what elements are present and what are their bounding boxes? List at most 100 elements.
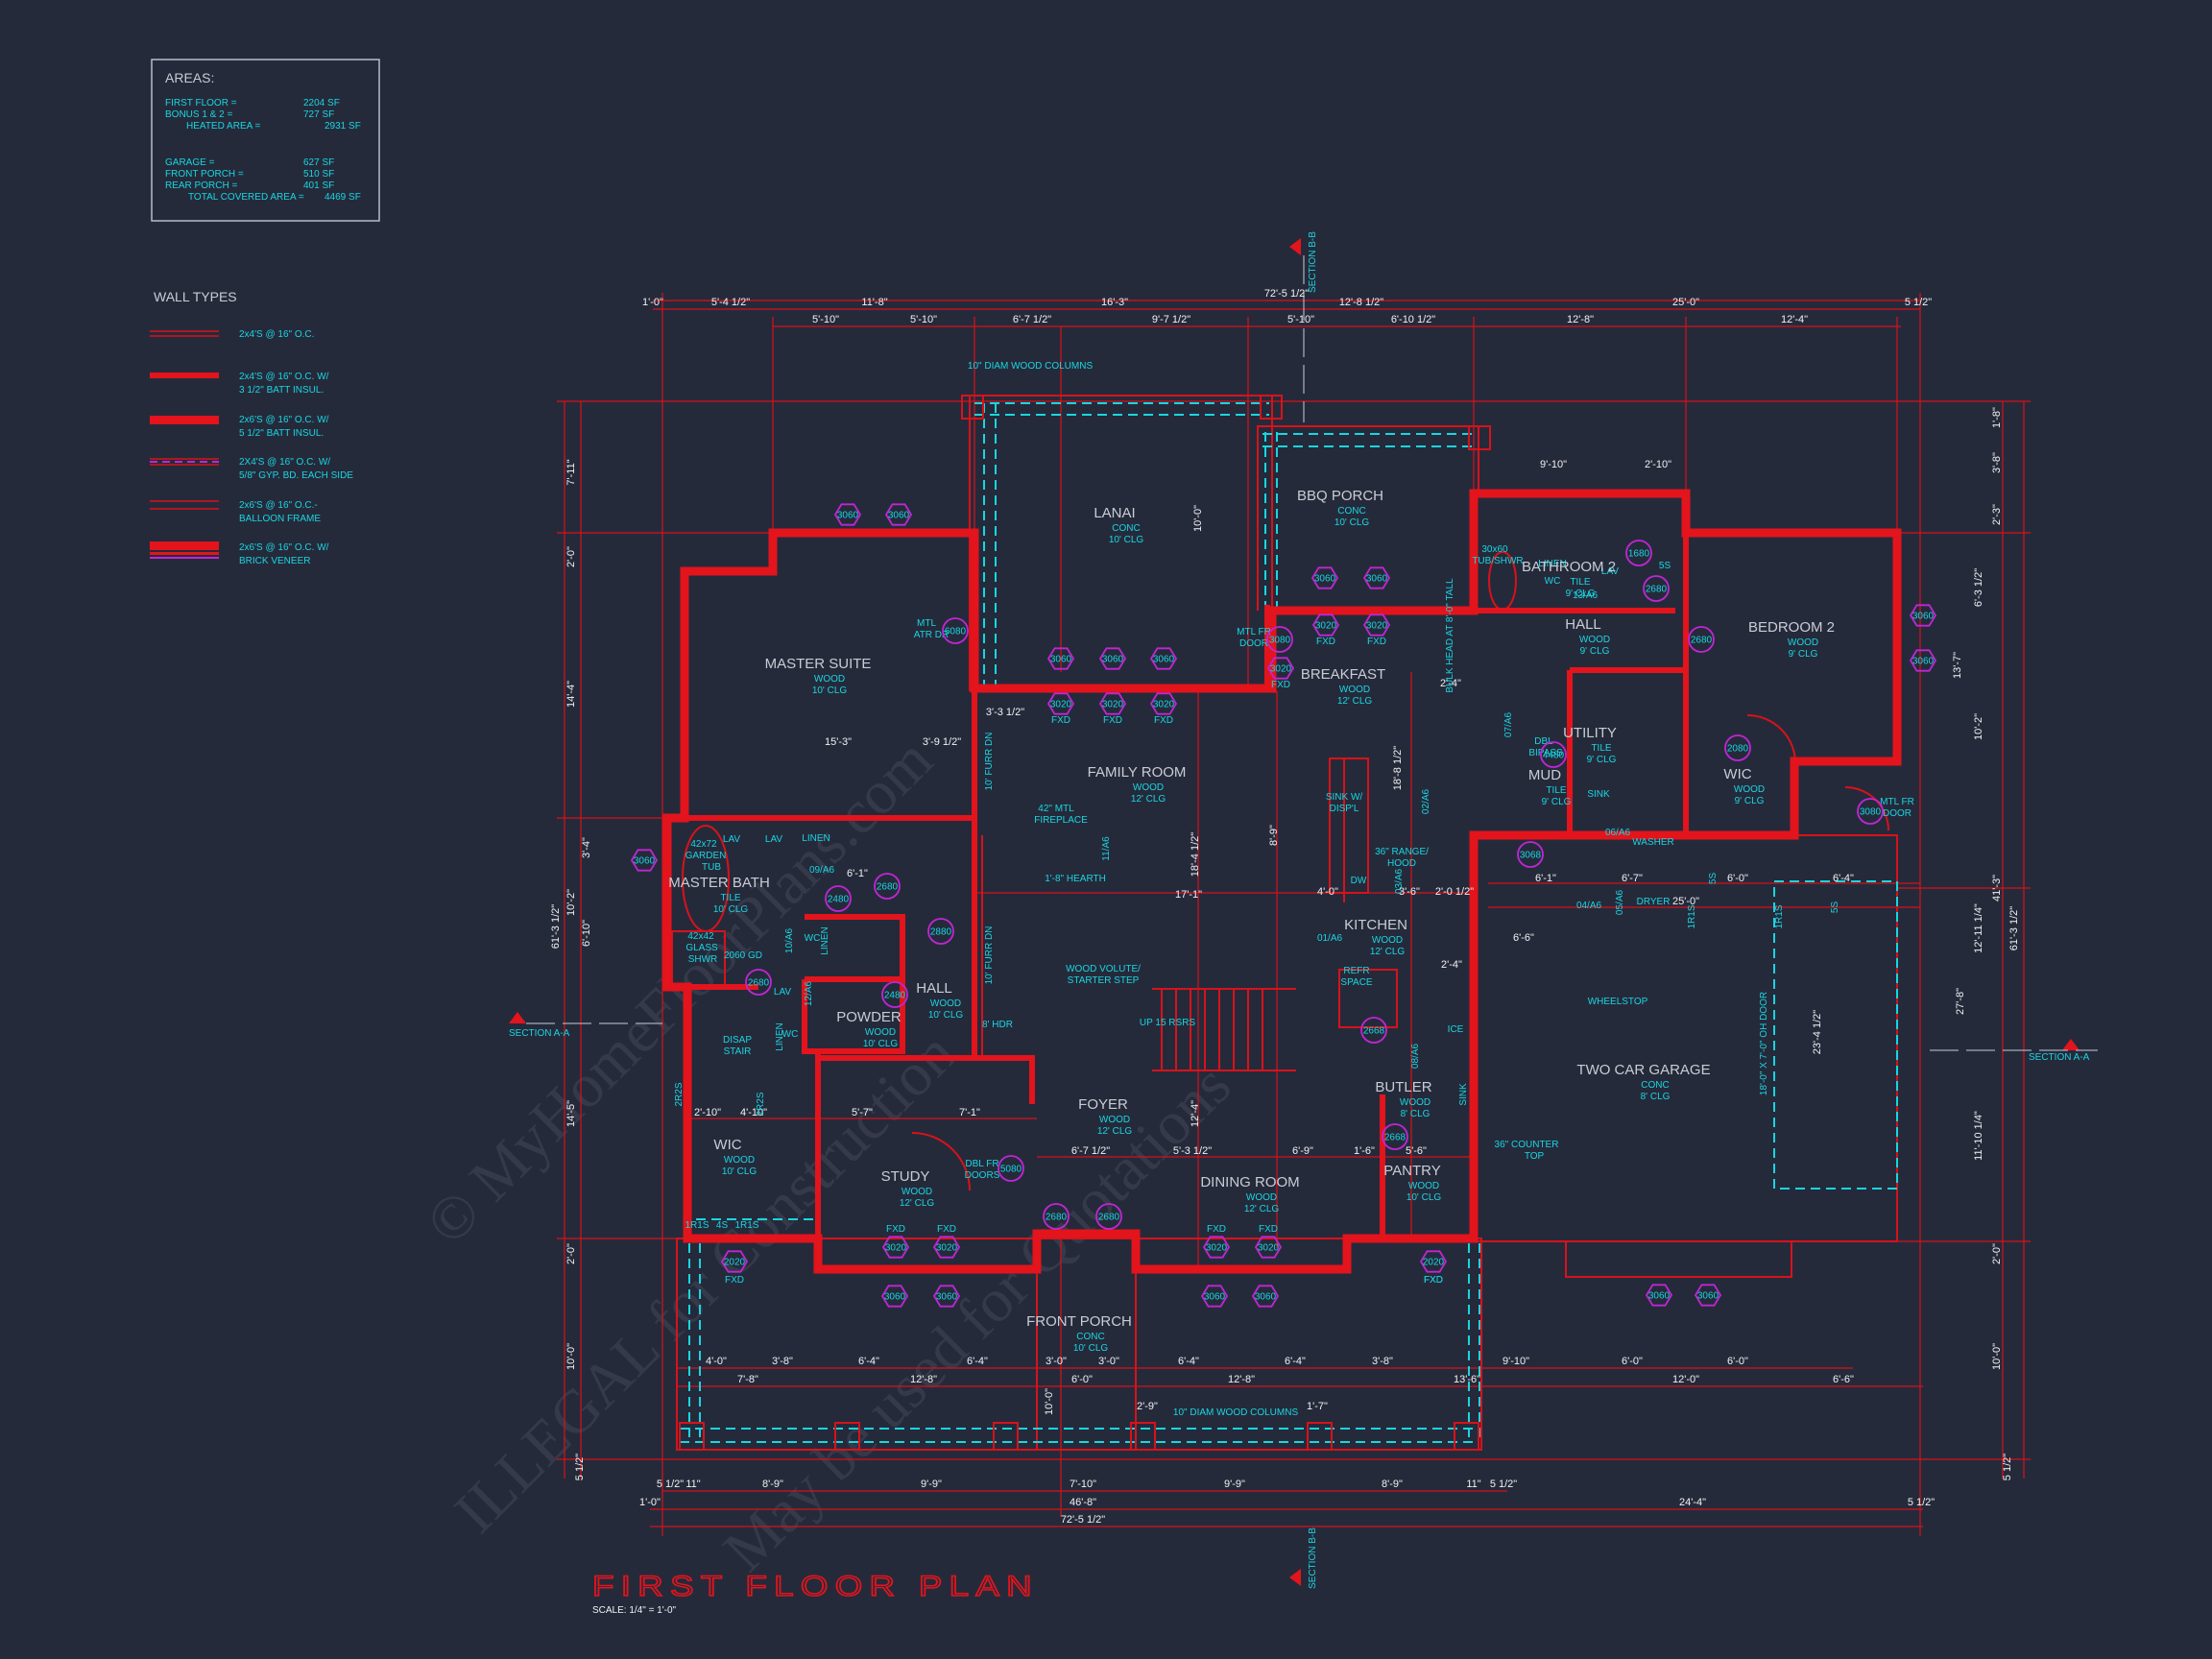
annotation-note: BIPASS — [1528, 748, 1563, 758]
area-label: FRONT PORCH = — [165, 169, 244, 180]
section-b-top-label: SECTION B-B — [1308, 231, 1318, 293]
annotation-note: 5S — [1708, 873, 1719, 885]
dimension-label: 6'-7 1/2" — [1071, 1145, 1110, 1157]
tag-code: 3080 — [1269, 636, 1291, 646]
dimension-label: 6'-4" — [1285, 1356, 1306, 1367]
tag-code: 3020 — [1270, 664, 1292, 675]
dimension-label: 23'-4 1/2" — [1812, 1010, 1823, 1054]
dimension-label: 6'-6" — [1513, 932, 1534, 944]
annotation-note: DRYER — [1637, 897, 1671, 907]
window-tag: 3020 — [1362, 613, 1391, 637]
tag-code: 3060 — [888, 511, 910, 521]
hexagon-icon — [1254, 1236, 1283, 1259]
circle-icon — [998, 1155, 1024, 1182]
window-tag: 3060 — [630, 849, 659, 872]
room-ceiling: 12' CLG — [900, 1198, 935, 1209]
tag-code: 2680 — [877, 882, 899, 893]
wall-type-label: 5 1/2" BATT INSUL. — [239, 428, 324, 439]
annotation-note: 12/A6 — [804, 980, 814, 1006]
watermark: © MyHomeFloorPlans.com ILLEGAL for Const… — [413, 725, 1243, 1584]
hexagon-icon — [1200, 1285, 1229, 1308]
area-label: TOTAL COVERED AREA = — [188, 192, 304, 203]
wall-sample-6 — [150, 541, 219, 559]
dimension-label: 7'-8" — [737, 1374, 758, 1385]
window-tag: 3060 — [932, 1285, 961, 1308]
hexagon-icon — [1419, 1250, 1448, 1273]
wall-sample-1 — [150, 330, 219, 337]
walls — [662, 489, 1902, 1274]
annotation-note: ICE — [1448, 1024, 1464, 1035]
room-floor: WOOD — [724, 1155, 755, 1166]
dimension-label: 12'-8" — [1567, 314, 1594, 325]
door-tag: 2080 — [1724, 734, 1751, 761]
room-ceiling: 10' CLG — [1109, 535, 1144, 545]
annotation-note: SHWR — [688, 954, 718, 965]
room-ceiling: 10' CLG — [928, 1010, 964, 1021]
section-b-bottom-label: SECTION B-B — [1308, 1527, 1318, 1589]
annotation-note: LINEN — [820, 926, 830, 954]
hexagon-icon — [833, 503, 862, 526]
annotation-note: STARTER STEP — [1068, 975, 1140, 986]
dimension-label: 14'-5" — [565, 1100, 577, 1127]
section-a-left-label: SECTION A-A — [509, 1028, 570, 1039]
window-tag: 2020 — [1419, 1250, 1448, 1273]
dimension-label: 3'-4" — [581, 837, 592, 858]
annotation-note: WHEELSTOP — [1588, 997, 1648, 1007]
dimension-label: 4'-10" — [740, 1107, 767, 1118]
annotation-note: 10/A6 — [784, 927, 795, 953]
dimension-label: 6'-6" — [1833, 1374, 1854, 1385]
tag-code: 3020 — [1206, 1243, 1228, 1254]
dimension-label: 6'-4" — [858, 1356, 879, 1367]
annotation-note: FXD — [725, 1275, 744, 1286]
annotation-note: FXD — [1367, 637, 1386, 647]
room-name: FOYER — [1078, 1096, 1128, 1113]
window-tag: 3060 — [1310, 566, 1339, 589]
tag-code: 2020 — [1423, 1258, 1445, 1268]
annotation-note: REFR — [1343, 966, 1369, 976]
door-tag: 1680 — [1625, 540, 1652, 566]
dimension-label: 27'-8" — [1955, 988, 1966, 1015]
dimension-label: 4'-0" — [706, 1356, 727, 1367]
room-name: WIC — [713, 1137, 741, 1153]
dimension-label: 17'-1" — [1175, 889, 1202, 901]
hexagon-icon — [1098, 692, 1127, 715]
tag-code: 3060 — [1912, 657, 1935, 667]
dimension-label: 11" — [685, 1479, 700, 1490]
window-tag: 3020 — [1046, 692, 1075, 715]
dimension-label: 9'-9" — [1224, 1479, 1245, 1490]
annotation-note: 11/A6 — [1101, 836, 1112, 861]
dimension-label: 6'-4" — [967, 1356, 988, 1367]
tag-code: 3020 — [1153, 700, 1175, 710]
tag-code: 3060 — [1697, 1291, 1719, 1302]
dimension-label: 2'-0" — [565, 546, 577, 567]
annotation-note: 07/A6 — [1503, 711, 1514, 737]
room-name: MASTER BATH — [668, 875, 770, 891]
annotation-note: WC — [782, 1029, 799, 1040]
area-label: REAR PORCH = — [165, 180, 237, 191]
room-ceiling: 9' CLG — [1542, 797, 1572, 807]
annotation-note: 2060 GD — [724, 950, 762, 961]
annotation-note: 03/A6 — [1394, 868, 1405, 894]
room-ceiling: 10' CLG — [713, 904, 749, 915]
wall-type-label: 3 1/2" BATT INSUL. — [239, 385, 324, 396]
room-ceiling: 10' CLG — [722, 1166, 757, 1177]
room-floor: WOOD — [1408, 1181, 1439, 1191]
annotation-note: FXD — [1154, 715, 1173, 726]
annotation-note: DISAP — [723, 1035, 752, 1046]
room-floor: WOOD — [1372, 935, 1403, 946]
tag-code: 3060 — [884, 1292, 906, 1303]
wall-sample-5 — [150, 500, 219, 510]
annotation-note: WC — [1545, 576, 1561, 587]
area-label: BONUS 1 & 2 = — [165, 109, 232, 120]
section-markers: SECTION A-A SECTION A-A SECTION B-B SECT… — [509, 231, 2098, 1589]
room-ceiling: 12' CLG — [1097, 1126, 1133, 1137]
dimension-label: 2'-4" — [1440, 678, 1461, 689]
wall-types-title: WALL TYPES — [154, 289, 237, 304]
hexagon-icon — [881, 1236, 910, 1259]
